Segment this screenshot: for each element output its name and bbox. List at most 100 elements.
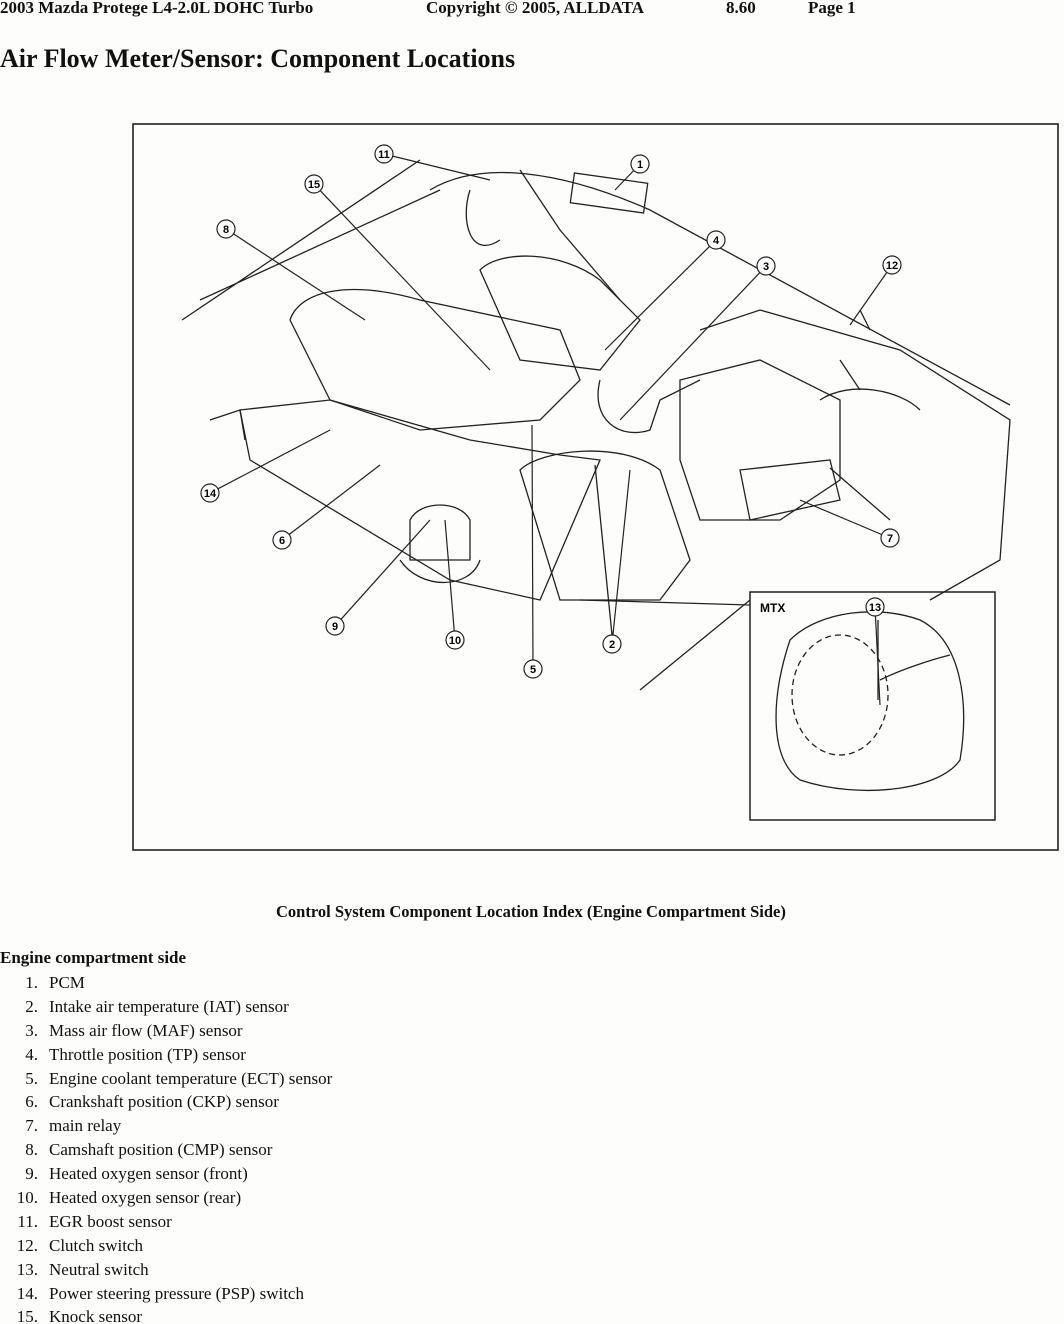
list-item-label: Heated oxygen sensor (rear) [49, 1188, 242, 1208]
callout-2: 2 [602, 469, 631, 654]
callout-number: 1 [637, 159, 643, 171]
leader-line [392, 155, 491, 181]
list-heading: Engine compartment side [0, 948, 187, 967]
callout-number: 10 [449, 635, 461, 647]
callout-9: 9 [325, 519, 431, 636]
list-item-label: Engine coolant temperature (ECT) sensor [49, 1068, 333, 1088]
callout-4: 4 [604, 230, 726, 351]
list-item-number: 7. [25, 1116, 38, 1136]
callout-15: 15 [304, 174, 491, 371]
callout-number: 3 [763, 261, 769, 273]
leader-line [444, 519, 455, 632]
list-item: 7. main relay [0, 1114, 332, 1138]
callout-6: 6 [272, 464, 381, 550]
leader-line [874, 615, 881, 706]
callout-number: 9 [332, 621, 338, 633]
list-item-label: Throttle position (TP) sensor [49, 1044, 246, 1064]
leader-line [319, 190, 491, 371]
callout-number: 14 [204, 488, 217, 500]
list-item: 14. Power steering pressure (PSP) switch [0, 1282, 332, 1306]
callout-number: 13 [869, 602, 881, 614]
callout-number: 12 [886, 260, 898, 272]
list-item-number: 5. [25, 1068, 38, 1088]
list-item-label: PCM [49, 973, 85, 992]
leader-line [619, 272, 761, 421]
callout-12: 12 [849, 255, 902, 326]
list-item-number: 2. [25, 996, 38, 1016]
list-item: 11. EGR boost sensor [0, 1210, 332, 1234]
leader-line [799, 499, 882, 536]
callout-number: 7 [887, 533, 893, 545]
header-page: Page 1 [808, 0, 856, 17]
list-item-label: Knock sensor [49, 1307, 143, 1324]
list-item-number: 4. [25, 1044, 38, 1064]
figure-caption: Control System Component Location Index … [276, 902, 786, 921]
leader-line [288, 464, 381, 536]
callout-number: 8 [223, 224, 229, 236]
callout-number: 11 [378, 149, 390, 161]
list-item-label: Power steering pressure (PSP) switch [49, 1283, 304, 1303]
callout-1: 1 [614, 154, 650, 191]
list-item-label: Camshaft position (CMP) sensor [49, 1140, 273, 1160]
list-item: 9.Heated oxygen sensor (front) [0, 1162, 332, 1186]
callout-number: 2 [609, 639, 615, 651]
header-version: 8.60 [726, 0, 756, 17]
list-item: 8. Camshaft position (CMP) sensor [0, 1138, 332, 1162]
header-copyright: Copyright © 2005, ALLDATA [426, 0, 644, 17]
list-item-label: Mass air flow (MAF) sensor [49, 1020, 243, 1040]
list-item-number: 11. [17, 1211, 38, 1231]
header-vehicle: 2003 Mazda Protege L4-2.0L DOHC Turbo [0, 0, 314, 17]
callout-number: 15 [308, 179, 320, 191]
diagram-frame [132, 123, 1059, 851]
list-item-label: EGR boost sensor [49, 1211, 172, 1231]
list-item-label: Intake air temperature (IAT) sensor [49, 996, 289, 1016]
callout-13: 13 [865, 597, 885, 706]
list-item-number: 6. [25, 1092, 38, 1112]
list-item-number: 9. [25, 1164, 38, 1184]
leader-line [614, 170, 635, 191]
list-item: 12. Clutch switch [0, 1234, 332, 1258]
list-item-label: Neutral switch [49, 1259, 149, 1279]
list-item-number: 8. [25, 1140, 38, 1160]
mtx-inset-frame [749, 591, 996, 821]
list-item-number: 10. [16, 1188, 38, 1208]
list-item: 4. Throttle position (TP) sensor [0, 1043, 332, 1067]
leader-line [531, 424, 534, 661]
leader-line [340, 519, 431, 620]
leader-line [612, 469, 631, 636]
callout-7: 7 [799, 499, 900, 548]
callout-8: 8 [216, 219, 366, 321]
engine-drawing [132, 123, 1059, 851]
list-item: 2. Intake air temperature (IAT) sensor [0, 995, 332, 1019]
list-item-number: 13. [16, 1259, 38, 1279]
list-item-number: 15. [16, 1307, 38, 1324]
callout-3: 3 [619, 256, 776, 421]
callout-number: 4 [713, 235, 720, 247]
list-item-number: 14. [16, 1283, 38, 1303]
callout-14: 14 [200, 429, 331, 503]
list-item: 1.PCM [0, 971, 332, 995]
page-title: Air Flow Meter/Sensor: Component Locatio… [0, 44, 516, 73]
callout-10: 10 [444, 519, 465, 650]
leader-line [849, 272, 888, 326]
list-item-number: 12. [16, 1235, 38, 1255]
list-item: 10. Heated oxygen sensor (rear) [0, 1186, 332, 1210]
list-item-label: Crankshaft position (CKP) sensor [49, 1092, 279, 1112]
callout-5: 5 [523, 424, 543, 679]
list-item: 3. Mass air flow (MAF) sensor [0, 1019, 332, 1043]
list-item-label: Clutch switch [49, 1235, 143, 1255]
list-item-label: main relay [49, 1116, 122, 1136]
list-item: 5. Engine coolant temperature (ECT) senso… [0, 1067, 332, 1091]
list-item: 15. Knock sensor [0, 1305, 332, 1324]
leader-line [217, 429, 331, 490]
list-item-number: 3. [25, 1020, 38, 1040]
leader-line [233, 233, 366, 321]
callout-number: 6 [279, 535, 285, 547]
callout-number: 5 [530, 664, 536, 676]
inset-label-mtx: MTX [760, 601, 785, 615]
list-item: 13. Neutral switch [0, 1258, 332, 1282]
leader-line [604, 245, 711, 351]
